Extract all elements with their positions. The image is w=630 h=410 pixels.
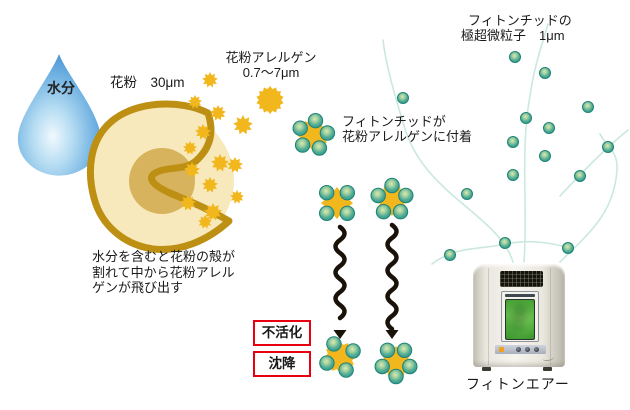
fall-arrows (333, 222, 399, 339)
device-button-1 (516, 347, 521, 352)
pollen-grain (86, 100, 234, 253)
device-foot-left (482, 367, 491, 371)
attached-clusters (292, 113, 418, 385)
device-seam-left (488, 268, 489, 365)
device-seam-right (550, 268, 551, 365)
device-name-label: フィトンエアー (466, 376, 570, 392)
phytoncide-label-line1: フィトンチッドの (468, 13, 572, 28)
phytoncide-particles (397, 51, 614, 261)
moisture-label: 水分 (47, 80, 75, 96)
phytoncide-label: フィトンチッドの 極超微粒子 1μm (461, 13, 572, 43)
device-foot-right (543, 367, 552, 371)
device-vent-grille (500, 271, 543, 287)
water-drop (17, 54, 101, 176)
allergen-particles (180, 72, 284, 229)
attachment-label-line1: フィトンチッドが (342, 114, 446, 129)
phytoncide-label-line2: 極超微粒子 1μm (461, 28, 565, 43)
device-button-2 (525, 347, 530, 352)
pollen-caption-line3: ゲンが飛び出す (92, 280, 184, 295)
pollen-caption-line2: 割れて中から花粉アレル (92, 264, 235, 280)
pollen-caption: 水分を含むと花粉の殻が 割れて中から花粉アレル ゲンが飛び出す (92, 249, 235, 296)
device-display-panel (501, 291, 539, 342)
device-panel-label (505, 294, 535, 297)
inactivation-badge: 不活化 (253, 320, 311, 346)
pollen-caption-line1: 水分を含むと花粉の殻が (92, 249, 236, 264)
device-power-button (499, 347, 504, 352)
sedimentation-badge: 沈降 (253, 351, 311, 377)
attachment-label-line2: 花粉アレルゲンに付着 (342, 129, 473, 144)
allergen-label-line2: 0.7〜7μm (242, 65, 300, 80)
allergen-label-line1: 花粉アレルゲン (225, 50, 317, 65)
allergen-label: 花粉アレルゲン 0.7〜7μm (216, 50, 326, 80)
attachment-label: フィトンチッドが 花粉アレルゲンに付着 (342, 114, 472, 144)
device-green-window (505, 299, 535, 340)
airflow-lines (382, 23, 629, 265)
device-control-strip (495, 345, 546, 354)
phyton-air-device (473, 264, 565, 371)
device-button-3 (534, 347, 539, 352)
pollen-label: 花粉 30μm (110, 75, 185, 90)
